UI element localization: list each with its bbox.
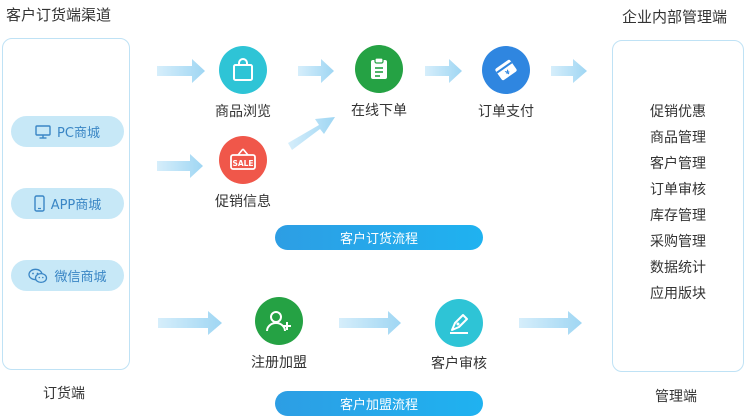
management-item: 促销优惠 (650, 104, 706, 120)
arrow-right (157, 59, 205, 83)
arrow-right (158, 311, 222, 335)
right-footer: 管理端 (655, 389, 697, 405)
sale-tag-icon: SALE (230, 148, 256, 170)
add-user-icon (266, 311, 291, 332)
step-pay: ¥ (482, 46, 530, 94)
arrow-right (157, 154, 203, 178)
phone-icon (34, 195, 45, 212)
channel-wechat[interactable]: 微信商城 (11, 260, 124, 291)
step-pay-label: 订单支付 (478, 104, 534, 120)
arrow-right (298, 59, 334, 83)
join-flow-title: 客户加盟流程 (275, 391, 483, 416)
step-register-label: 注册加盟 (251, 355, 307, 371)
step-review (435, 299, 483, 347)
svg-text:SALE: SALE (232, 159, 253, 168)
arrow-right (339, 311, 401, 335)
management-item: 库存管理 (650, 208, 706, 224)
svg-text:¥: ¥ (504, 68, 512, 77)
channel-app-label: APP商城 (50, 198, 102, 213)
left-title: 客户订货端渠道 (6, 6, 112, 24)
management-item: 客户管理 (650, 156, 706, 172)
channel-pc[interactable]: PC商城 (11, 116, 124, 147)
management-item: 应用版块 (650, 286, 706, 302)
arrow-diagonal (288, 117, 335, 150)
management-item: 数据统计 (650, 260, 706, 276)
clipboard-icon (371, 57, 387, 79)
wechat-icon (28, 268, 48, 283)
step-review-label: 客户审核 (431, 356, 487, 372)
management-item: 商品管理 (650, 130, 706, 146)
arrow-right (425, 59, 462, 83)
order-flow-title: 客户订货流程 (275, 225, 483, 250)
step-promo: SALE (219, 136, 267, 184)
channel-pc-label: PC商城 (57, 126, 100, 141)
right-title: 企业内部管理端 (622, 8, 728, 26)
arrow-right (519, 311, 582, 335)
step-order-label: 在线下单 (351, 103, 407, 119)
payment-card-icon: ¥ (495, 59, 517, 81)
channel-panel: PC商城 APP商城 微信商城 (2, 38, 130, 370)
management-panel (612, 40, 744, 372)
left-footer: 订货端 (43, 386, 85, 402)
step-browse (219, 46, 267, 94)
monitor-icon (35, 124, 51, 139)
channel-wechat-label: 微信商城 (54, 270, 107, 285)
arrow-right (551, 59, 587, 83)
pen-icon (450, 314, 468, 334)
step-register (255, 297, 303, 345)
step-browse-label: 商品浏览 (215, 104, 271, 120)
step-promo-label: 促销信息 (215, 194, 271, 210)
management-item: 采购管理 (650, 234, 706, 250)
shopping-bag-icon (233, 58, 253, 81)
channel-app[interactable]: APP商城 (11, 188, 124, 219)
step-order (355, 45, 403, 93)
management-item: 订单审核 (650, 182, 706, 198)
